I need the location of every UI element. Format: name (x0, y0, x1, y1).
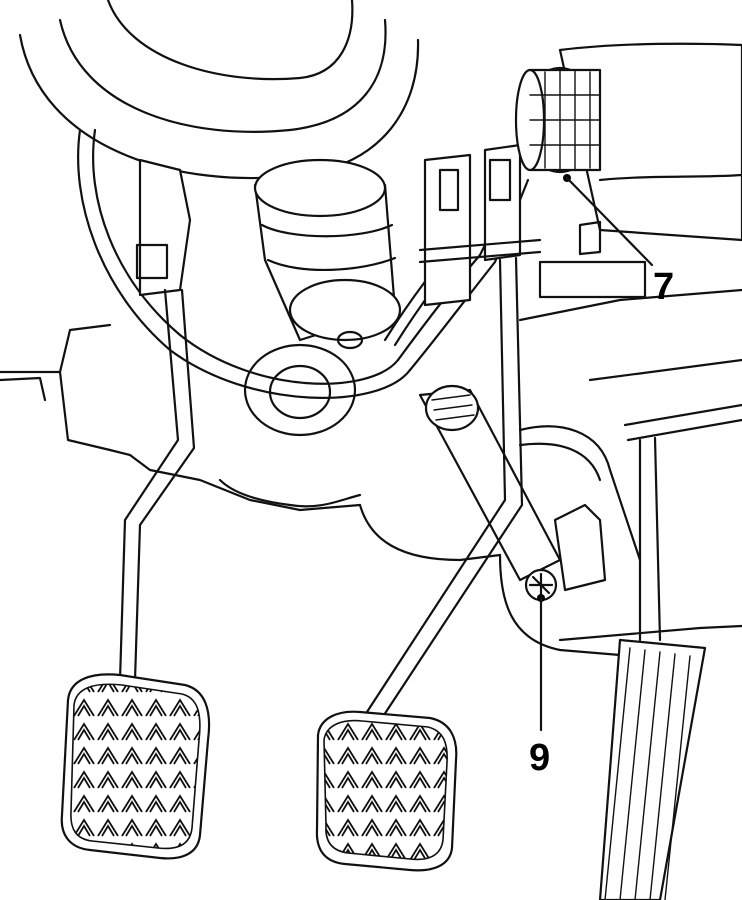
callout-9: 9 (529, 594, 550, 779)
steering-wheel (18, 0, 420, 180)
left-bracket (135, 158, 192, 297)
column-shaft (243, 343, 562, 582)
callout-9-label: 9 (529, 737, 550, 779)
pedal-bracket (418, 143, 542, 307)
brake-pedal-arm (363, 256, 524, 720)
pivot-nut (524, 503, 607, 602)
dashboard-outline (0, 288, 742, 657)
steering-column (253, 158, 402, 350)
clutch-pedal-pad (60, 673, 211, 860)
accelerator-pedal (598, 403, 742, 900)
clutch-pedal-arm (118, 288, 196, 682)
callout-7-label: 7 (653, 266, 674, 308)
adjustment-knob (514, 42, 742, 299)
brake-pedal-pad (315, 710, 458, 872)
callout-7: 7 (563, 174, 674, 308)
